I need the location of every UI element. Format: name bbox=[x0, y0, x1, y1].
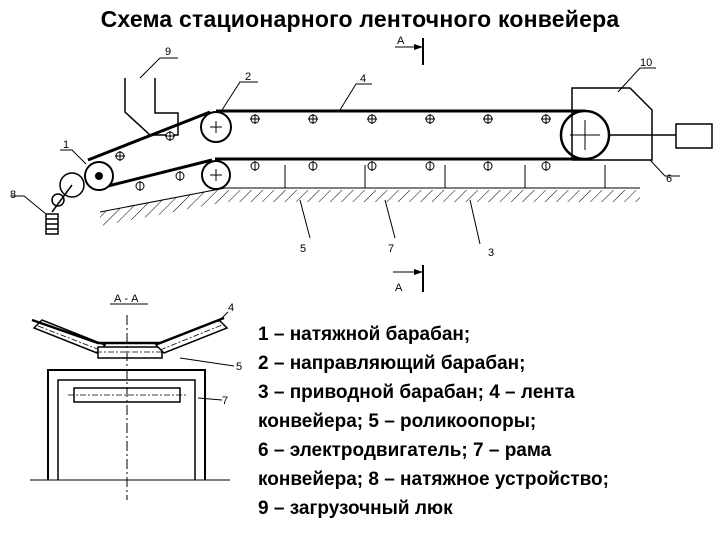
label-6: 6 bbox=[666, 173, 672, 185]
section-label-4: 4 bbox=[228, 302, 234, 314]
idler-incline bbox=[115, 151, 125, 161]
idler-lower bbox=[541, 161, 551, 171]
idler-lower bbox=[425, 161, 435, 171]
legend-line: конвейера; 5 – роликоопоры; bbox=[258, 411, 537, 432]
section-line-bottom bbox=[393, 265, 424, 292]
section-belt bbox=[31, 316, 225, 345]
lower-idlers bbox=[135, 161, 551, 191]
legend-line: 9 – загрузочный люк bbox=[258, 498, 453, 519]
leader-lines bbox=[12, 57, 680, 245]
idler-upper bbox=[425, 114, 435, 124]
label-1: 1 bbox=[63, 139, 69, 151]
legend-line: 1 – натяжной барабан; bbox=[258, 324, 471, 345]
conveyor-belt bbox=[87, 109, 585, 190]
idler-lower bbox=[175, 171, 185, 181]
ground-hatch bbox=[99, 187, 640, 226]
section-mark-bottom: А bbox=[395, 282, 403, 294]
electric-motor bbox=[609, 123, 713, 149]
diagram-title: Схема стационарного ленточного конвейера bbox=[100, 6, 620, 32]
idler-upper bbox=[308, 114, 318, 124]
label-4: 4 bbox=[360, 73, 366, 85]
legend-line: конвейера; 8 – натяжное устройство; bbox=[258, 469, 609, 490]
idler-upper bbox=[483, 114, 493, 124]
label-7: 7 bbox=[388, 243, 394, 255]
conveyor-frame bbox=[230, 165, 620, 189]
label-2: 2 bbox=[245, 71, 251, 83]
legend-line: 6 – электродвигатель; 7 – рама bbox=[258, 440, 552, 461]
label-9: 9 bbox=[165, 46, 171, 58]
idler-incline bbox=[165, 131, 175, 141]
section-title: А - А bbox=[114, 293, 139, 305]
label-8: 8 bbox=[10, 189, 16, 201]
idler-upper bbox=[250, 114, 260, 124]
section-mark-top: А bbox=[397, 35, 405, 47]
idler-upper bbox=[541, 114, 551, 124]
idler-lower bbox=[135, 181, 145, 191]
section-frame bbox=[30, 369, 230, 481]
section-leaders bbox=[179, 311, 235, 401]
legend-line: 3 – приводной барабан; 4 – лента bbox=[258, 382, 575, 403]
idler-lower bbox=[308, 161, 318, 171]
legend-line: 2 – направляющий барабан; bbox=[258, 353, 526, 374]
drive-housing bbox=[571, 87, 653, 161]
section-label-7: 7 bbox=[222, 395, 228, 407]
idler-lower bbox=[483, 161, 493, 171]
label-5: 5 bbox=[300, 243, 306, 255]
lower-guide-drum bbox=[201, 160, 231, 190]
legend: 1 – натяжной барабан; 2 – направляющий б… bbox=[258, 320, 714, 523]
idler-lower bbox=[367, 161, 377, 171]
guide-drum bbox=[200, 111, 232, 143]
tension-drum bbox=[84, 161, 114, 191]
drive-drum bbox=[559, 109, 611, 161]
label-10: 10 bbox=[640, 57, 652, 69]
tension-device bbox=[45, 172, 85, 235]
idler-upper bbox=[367, 114, 377, 124]
loading-hatch bbox=[124, 78, 179, 136]
upper-idlers bbox=[115, 114, 551, 161]
label-3: 3 bbox=[488, 247, 494, 259]
section-label-5: 5 bbox=[236, 361, 242, 373]
idler-lower bbox=[250, 161, 260, 171]
section-line-top bbox=[395, 38, 424, 65]
